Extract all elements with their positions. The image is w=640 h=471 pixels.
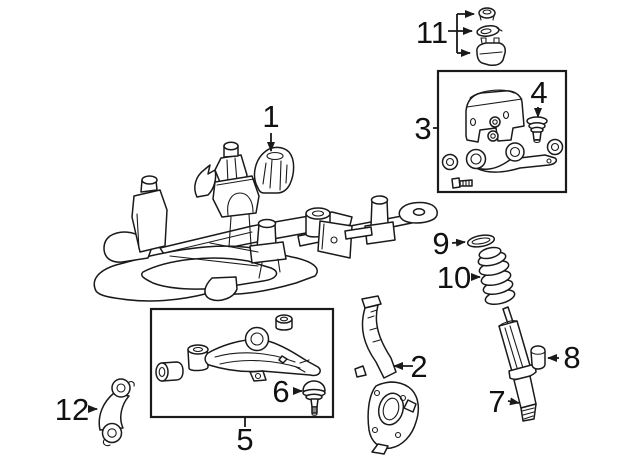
callout-8[interactable]: 8 (547, 340, 581, 375)
part-8-bump-stop-drawing[interactable] (530, 345, 546, 370)
callout-1[interactable]: 1 (262, 99, 280, 152)
callout-7-arrow (507, 397, 520, 406)
callout-4-label[interactable]: 4 (530, 75, 547, 110)
callout-6[interactable]: 6 (272, 374, 303, 409)
part-6-ball-joint-drawing[interactable] (302, 380, 326, 416)
callout-2-label[interactable]: 2 (410, 349, 427, 384)
part-9-spring-insulator-drawing[interactable] (466, 233, 496, 249)
part-12-brace-arm-drawing[interactable] (98, 378, 135, 447)
callout-2[interactable]: 2 (393, 349, 428, 384)
callout-1-label[interactable]: 1 (262, 99, 279, 134)
part-3-upper-control-arm-kit-drawing[interactable] (441, 89, 564, 189)
callout-8-label[interactable]: 8 (563, 340, 580, 375)
part-2-steering-knuckle-drawing[interactable] (354, 295, 420, 455)
callout-7[interactable]: 7 (488, 384, 520, 419)
callout-10[interactable]: 10 (437, 260, 481, 295)
callout-11-label[interactable]: 11 (416, 15, 448, 50)
part-11-mount-kit-drawing[interactable] (476, 7, 506, 66)
kit-5-box (149, 307, 335, 419)
callout-3-label[interactable]: 3 (414, 111, 431, 146)
upper-mount[interactable] (476, 37, 506, 66)
part-1-subframe-drawing[interactable] (93, 141, 438, 302)
callout-12[interactable]: 12 (55, 392, 98, 427)
part-10-coil-spring-drawing[interactable] (477, 245, 516, 306)
callout-3[interactable]: 3 (414, 111, 438, 146)
callout-5[interactable]: 5 (236, 417, 254, 457)
part-4-ball-stud-drawing[interactable] (526, 116, 548, 144)
mount-cap-nut[interactable] (478, 7, 496, 21)
callout-9[interactable]: 9 (432, 226, 466, 261)
part-5-lower-control-arm-drawing[interactable] (155, 314, 321, 382)
callout-4[interactable]: 4 (530, 75, 548, 118)
callout-9-arrow (451, 238, 466, 247)
callout-5-label[interactable]: 5 (236, 422, 253, 457)
callout-9-label[interactable]: 9 (432, 226, 449, 261)
mount-washer[interactable] (476, 25, 503, 38)
callout-7-label[interactable]: 7 (488, 384, 505, 419)
callout-10-label[interactable]: 10 (437, 260, 471, 295)
callout-6-label[interactable]: 6 (272, 374, 289, 409)
callout-11[interactable]: 11 (416, 10, 475, 57)
callout-11-bracket (448, 14, 458, 53)
callout-12-label[interactable]: 12 (55, 392, 89, 427)
kit-3-box (436, 69, 568, 194)
